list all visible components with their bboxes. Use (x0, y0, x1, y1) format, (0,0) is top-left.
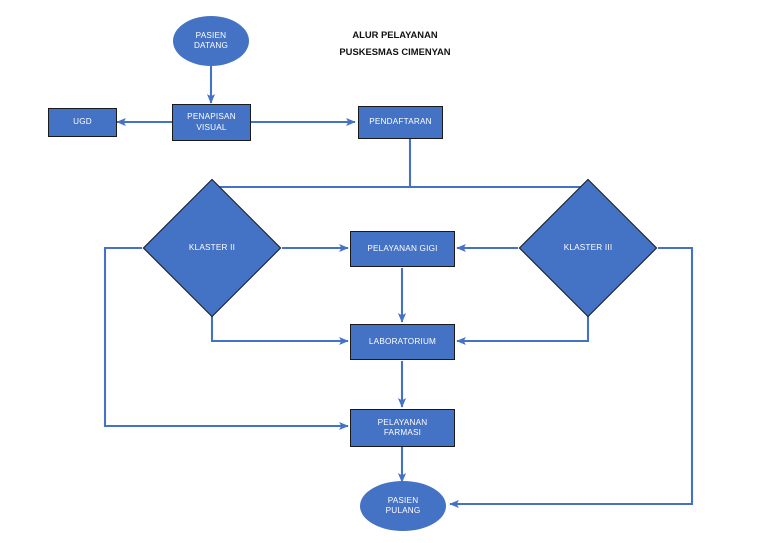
node-klaster-ii-label: KLASTER II (188, 242, 236, 252)
node-laboratorium-label: LABORATORIUM (368, 336, 437, 346)
node-pendaftaran[interactable]: PENDAFTARAN (358, 106, 443, 139)
node-pasien-datang-label: PASIEN DATANG (193, 30, 229, 50)
diagram-title-line-1: ALUR PELAYANAN (352, 29, 438, 40)
node-pasien-pulang-label: PASIEN PULANG (385, 495, 421, 515)
node-pelayanan-farmasi[interactable]: PELAYANAN FARMASI (350, 409, 455, 447)
node-pelayanan-gigi-label: PELAYANAN GIGI (367, 243, 438, 253)
diagram-title: ALUR PELAYANAN PUSKESMAS CIMENYAN (315, 26, 475, 61)
node-pelayanan-gigi[interactable]: PELAYANAN GIGI (350, 231, 455, 267)
node-ugd-label: UGD (73, 117, 92, 127)
node-pelayanan-farmasi-label: PELAYANAN FARMASI (377, 417, 428, 437)
node-penapisan-visual-label: PENAPISAN VISUAL (187, 112, 236, 132)
node-klaster-ii[interactable]: KLASTER II (142, 178, 282, 318)
node-ugd[interactable]: UGD (48, 108, 117, 137)
node-laboratorium[interactable]: LABORATORIUM (350, 324, 455, 360)
node-pasien-datang[interactable]: PASIEN DATANG (173, 16, 249, 66)
node-pasien-pulang[interactable]: PASIEN PULANG (360, 481, 446, 531)
node-klaster-iii[interactable]: KLASTER III (518, 178, 658, 318)
node-pendaftaran-label: PENDAFTARAN (369, 117, 432, 127)
diagram-title-line-2: PUSKESMAS CIMENYAN (339, 46, 451, 58)
node-penapisan-visual[interactable]: PENAPISAN VISUAL (172, 104, 251, 141)
node-klaster-iii-label: KLASTER III (563, 242, 613, 252)
